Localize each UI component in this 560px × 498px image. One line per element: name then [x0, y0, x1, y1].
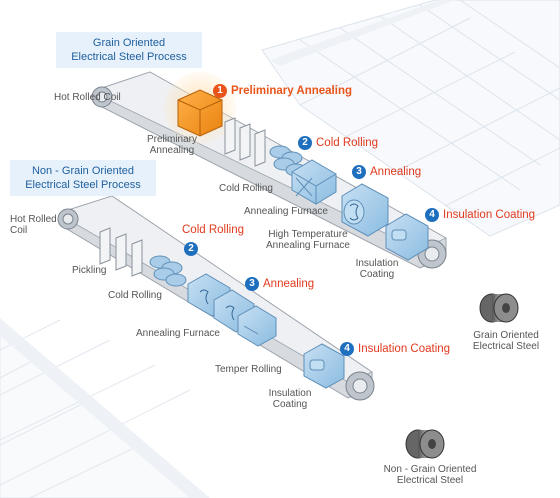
non-grain-oriented-title-line-1: Non - Grain Oriented — [31, 165, 135, 177]
lower-label-insulation-line-2: Coating — [272, 399, 308, 410]
floor-grid-upper — [261, 0, 560, 237]
upper-annealing-furnace — [291, 159, 337, 205]
upper-rollers — [224, 117, 266, 167]
lower-insulation-coating-unit — [303, 343, 345, 389]
grain-oriented-product-label: Grain Oriented Electrical Steel — [458, 330, 554, 352]
upper-label-insulation-line-1: Insulation — [355, 258, 399, 269]
non-grain-oriented-product-label: Non - Grain Oriented Electrical Steel — [372, 464, 488, 486]
upper-step-3-badge: 3 — [352, 165, 366, 179]
lower-step-4: 4 Insulation Coating — [340, 342, 450, 356]
lower-cold-rolling-mill — [149, 255, 187, 287]
grain-oriented-coil — [479, 293, 519, 323]
lower-label-cold-rolling: Cold Rolling — [108, 290, 162, 301]
upper-cold-rolling-mill — [269, 145, 307, 177]
lower-label-temper-rolling: Temper Rolling — [215, 364, 282, 375]
lower-step-4-badge: 4 — [340, 342, 354, 356]
non-grain-oriented-product-line-1: Non - Grain Oriented — [383, 464, 477, 475]
upper-label-cold-rolling: Cold Rolling — [219, 183, 273, 194]
lower-step-4-label: Insulation Coating — [358, 343, 451, 355]
upper-step-2-label: Cold Rolling — [316, 137, 379, 149]
lower-label-hot-rolled-coil: Hot Rolled Coil — [10, 214, 57, 236]
upper-label-high-temp-line-1: High Temperature — [268, 229, 348, 240]
upper-label-annealing-furnace: Annealing Furnace — [244, 206, 328, 217]
lower-step-3-badge: 3 — [245, 277, 259, 291]
upper-step-3-label: Annealing — [370, 166, 422, 178]
lower-step-3-label: Annealing — [263, 278, 315, 290]
lower-temper-rolling — [237, 305, 277, 347]
lower-step-2-badge: 2 — [184, 242, 198, 256]
upper-label-high-temp-line-2: Annealing Furnace — [266, 240, 350, 251]
lower-step-3: 3 Annealing — [245, 277, 314, 291]
lower-label-pickling: Pickling — [72, 265, 107, 276]
upper-label-hot-rolled-coil: Hot Rolled Coil — [54, 92, 121, 103]
grain-oriented-title: Grain Oriented Electrical Steel Process — [56, 32, 202, 68]
upper-step-3: 3 Annealing — [352, 165, 421, 179]
upper-step-2: 2 Cold Rolling — [298, 136, 378, 150]
non-grain-oriented-title-line-2: Electrical Steel Process — [25, 179, 141, 191]
lower-cold-rolling-text: Cold Rolling — [182, 224, 245, 236]
lower-label-hot-rolled-line-2: Coil — [10, 225, 28, 236]
lower-pickling-rollers — [99, 227, 143, 277]
upper-label-preliminary-annealing: Preliminary Annealing — [132, 134, 212, 156]
upper-step-1-badge: 1 — [213, 84, 227, 98]
upper-step-4-badge: 4 — [425, 208, 439, 222]
upper-step-1-label: Preliminary Annealing — [231, 85, 352, 97]
non-grain-oriented-title: Non - Grain Oriented Electrical Steel Pr… — [10, 160, 156, 196]
lower-label-annealing-furnace: Annealing Furnace — [136, 328, 220, 339]
non-grain-oriented-coil — [405, 429, 445, 459]
upper-step-4: 4 Insulation Coating — [425, 208, 535, 222]
lower-label-insulation-line-1: Insulation — [268, 388, 312, 399]
upper-label-preliminary-annealing-line-2: Annealing — [149, 145, 195, 156]
non-grain-oriented-product-line-2: Electrical Steel — [396, 475, 464, 486]
lower-label-insulation-coating: Insulation Coating — [260, 388, 320, 410]
grain-oriented-title-line-2: Electrical Steel Process — [71, 51, 187, 63]
high-temperature-annealing-furnace — [341, 183, 389, 237]
upper-insulation-coating-unit — [385, 213, 429, 261]
upper-label-insulation-line-2: Coating — [359, 269, 395, 280]
grain-oriented-title-line-1: Grain Oriented — [92, 37, 166, 49]
upper-step-2-badge: 2 — [298, 136, 312, 150]
grain-oriented-product-line-1: Grain Oriented — [473, 330, 539, 341]
upper-label-insulation-coating: Insulation Coating — [346, 258, 408, 280]
lower-step-2: 2 — [184, 242, 198, 256]
grain-oriented-product-line-2: Electrical Steel — [472, 341, 540, 352]
upper-label-high-temperature-annealing: High Temperature Annealing Furnace — [258, 229, 358, 251]
upper-step-1: 1 Preliminary Annealing — [213, 84, 352, 98]
lower-label-hot-rolled-line-1: Hot Rolled — [10, 214, 57, 225]
upper-step-4-label: Insulation Coating — [443, 209, 536, 221]
upper-label-preliminary-annealing-line-1: Preliminary — [146, 134, 197, 145]
